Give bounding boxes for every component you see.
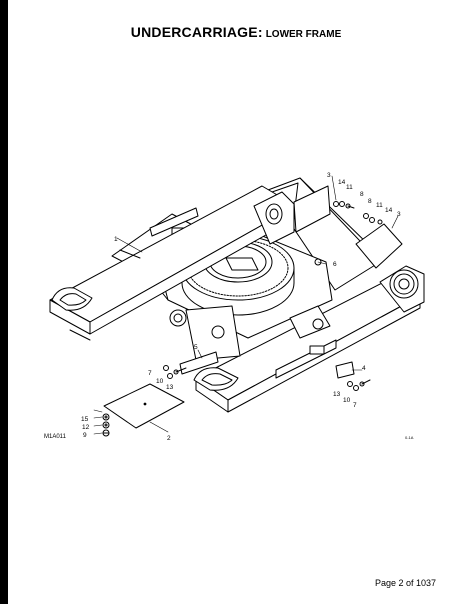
- callout-12: 12: [82, 424, 90, 431]
- title-main: UNDERCARRIAGE:: [130, 24, 263, 40]
- callout-7-left: 7: [148, 370, 152, 377]
- cover-plate-4: [335, 361, 355, 379]
- cover-plate-upper: [293, 185, 331, 233]
- cover-plate-5: [179, 351, 219, 375]
- callout-3-right: 3: [397, 211, 401, 218]
- callout-11-right: 11: [376, 202, 383, 209]
- leader-lines: [93, 175, 399, 435]
- callout-8-top: 8: [360, 191, 364, 198]
- callout-4: 4: [362, 365, 366, 372]
- hardware-stack-top: [333, 201, 383, 225]
- callout-14-right: 14: [385, 207, 393, 214]
- hardware-stack-left: [163, 365, 187, 379]
- left-track-frame: [49, 185, 297, 341]
- hardware-stack-right: [347, 379, 371, 391]
- bottom-cover-plate-2: [103, 383, 185, 429]
- callout-3-top: 3: [327, 172, 331, 179]
- callout-5: 5: [194, 344, 198, 351]
- center-legs: [169, 305, 331, 361]
- corner-code: 0-1A: [405, 435, 414, 440]
- callout-1: 1: [114, 236, 118, 243]
- page-title: UNDERCARRIAGE:LOWER FRAME: [0, 24, 472, 42]
- callout-11-top: 11: [346, 184, 353, 191]
- callout-2: 2: [167, 435, 171, 442]
- callout-14-top: 14: [338, 179, 346, 186]
- title-sub: LOWER FRAME: [265, 29, 342, 40]
- page-edge-bar: [0, 0, 8, 604]
- callout-9: 9: [83, 432, 87, 439]
- callout-numbers: 1 2 3 3 4 5 6 7 7 8 8 9 10 10 11 11 12 1…: [81, 172, 401, 442]
- hardware-stack-lower-left: [102, 413, 110, 437]
- callout-6: 6: [333, 261, 337, 268]
- page-number: Page 2 of 1037: [374, 578, 436, 588]
- callout-10-right: 10: [343, 397, 351, 404]
- right-track-frame: [193, 265, 425, 413]
- figure-id: M1A011: [44, 434, 66, 440]
- callout-8-right: 8: [368, 198, 372, 205]
- callout-13-left: 13: [166, 384, 174, 391]
- cover-plate-right: [355, 223, 403, 269]
- callout-10-left: 10: [156, 378, 164, 385]
- callout-7-right: 7: [353, 402, 357, 409]
- callout-13-right: 13: [333, 391, 341, 398]
- callout-15: 15: [81, 416, 89, 423]
